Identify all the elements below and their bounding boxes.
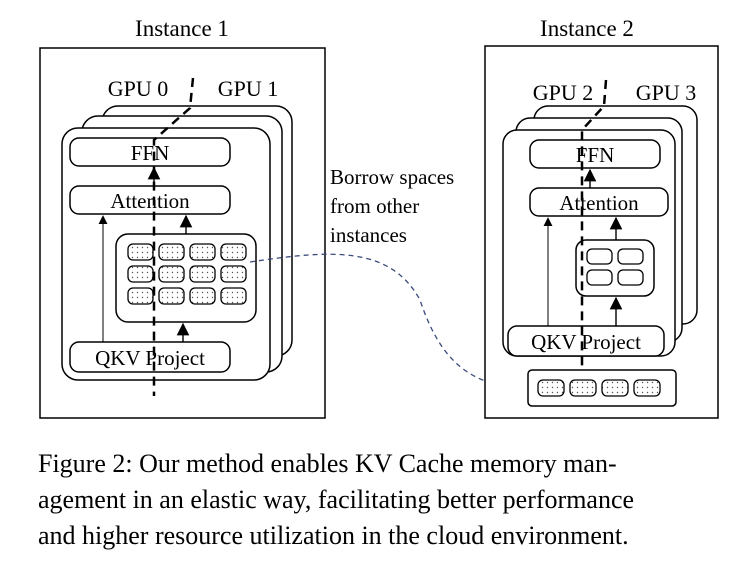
kv-slot <box>127 287 154 305</box>
gpu-3-label: GPU 3 <box>636 80 697 105</box>
borrow-label: Borrow spaces from other instances <box>330 165 454 247</box>
gpu-0-label: GPU 0 <box>108 76 169 101</box>
kv-slot <box>189 265 216 283</box>
kv-slot <box>601 379 629 397</box>
kv-slot <box>586 248 613 265</box>
kv-slot <box>189 287 216 305</box>
caption-line-3: and higher resource utilization in the c… <box>38 521 629 550</box>
ffn-box <box>69 137 231 167</box>
kv-slot <box>158 265 185 283</box>
attention-box <box>529 187 669 217</box>
caption-line-1: Figure 2: Our method enables KV Cache me… <box>38 449 617 478</box>
borrowed-kv-slots <box>537 379 661 397</box>
attention-box <box>69 185 231 215</box>
kv-slot <box>220 243 247 261</box>
kv-slot <box>220 265 247 283</box>
figure-caption: Figure 2: Our method enables KV Cache me… <box>38 446 728 554</box>
kv-slot <box>158 287 185 305</box>
gpu-split-line <box>152 77 195 396</box>
instance-1: Instance 1 GPU 0 GPU 1 FFN Attention <box>39 16 326 419</box>
qkv-project-box <box>507 325 665 357</box>
kv-slot <box>189 243 216 261</box>
kv-slot <box>220 287 247 305</box>
qkv-project-label: QKV Project <box>95 346 205 370</box>
borrow-label-line-2: from other <box>330 194 419 218</box>
kv-slot <box>617 248 644 265</box>
instance-1-title: Instance 1 <box>135 16 229 41</box>
attention-label: Attention <box>110 189 190 213</box>
kv-cache-slots <box>127 243 247 305</box>
gpu-1-label: GPU 1 <box>218 76 279 101</box>
qkv-project-box <box>69 341 231 373</box>
kv-slot <box>127 243 154 261</box>
gpu-split-line <box>580 79 608 380</box>
ffn-box <box>529 139 661 169</box>
qkv-project-label: QKV Project <box>531 330 641 354</box>
borrow-label-line-3: instances <box>330 223 407 247</box>
kv-cache-slots <box>586 248 644 286</box>
caption-line-2: agement in an elastic way, facilitating … <box>38 485 635 514</box>
kv-slot <box>633 379 661 397</box>
attention-label: Attention <box>559 191 639 215</box>
kv-slot <box>127 265 154 283</box>
borrow-label-line-1: Borrow spaces <box>330 165 454 189</box>
kv-cache-block <box>575 239 655 297</box>
ffn-label: FFN <box>131 141 170 165</box>
kv-slot <box>158 243 185 261</box>
borrow-arrow <box>249 253 532 394</box>
gpu-2-label: GPU 2 <box>533 80 594 105</box>
kv-slot <box>569 379 597 397</box>
instance-2-title: Instance 2 <box>540 16 634 41</box>
kv-slot <box>586 269 613 286</box>
instance-2: Instance 2 GPU 2 GPU 3 FFN Attention QKV… <box>484 16 719 419</box>
kv-slot <box>537 379 565 397</box>
figure-diagram: Instance 1 GPU 0 GPU 1 FFN Attention <box>39 16 719 419</box>
kv-slot <box>617 269 644 286</box>
